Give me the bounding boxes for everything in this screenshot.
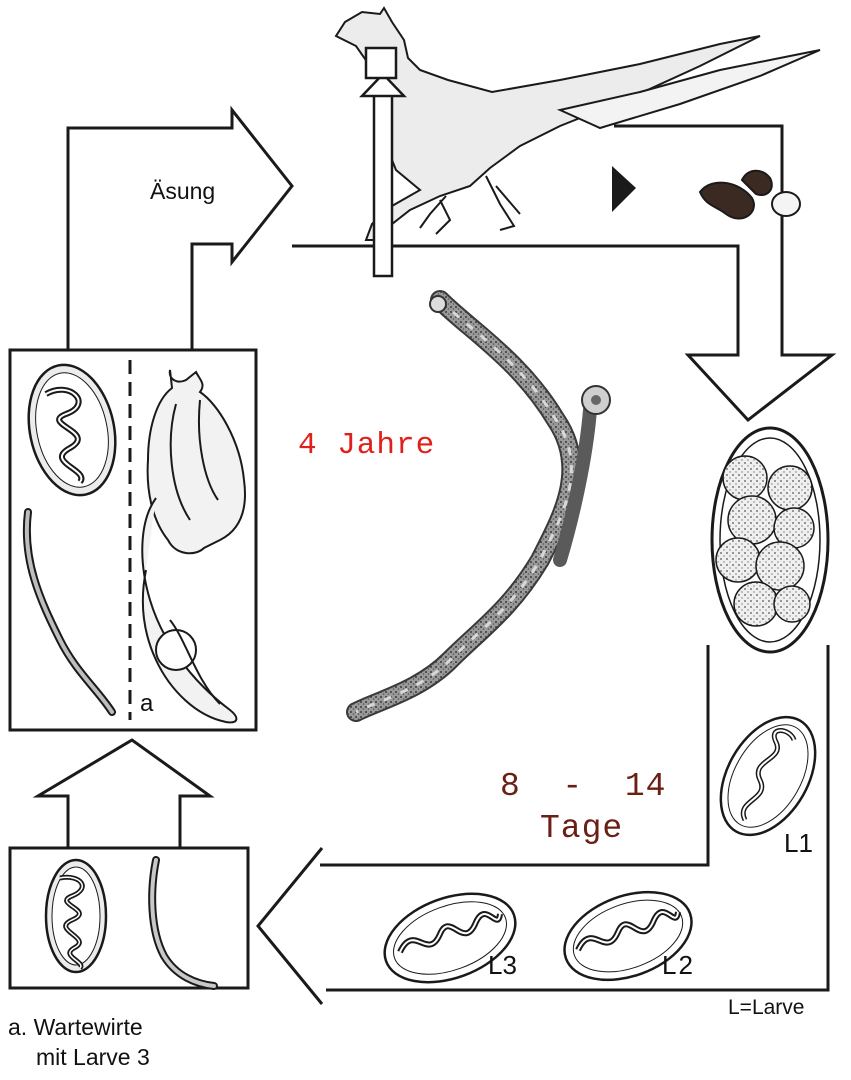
stage-l2-label: L2 — [662, 950, 695, 981]
droppings — [700, 171, 800, 219]
waiting-host-box — [10, 848, 248, 988]
stage-l1-label: L1 — [784, 828, 813, 859]
footnote-line-2: mit Larve 3 — [36, 1044, 150, 1071]
feed-label: Äsung — [150, 178, 215, 205]
ingestion-box — [366, 48, 396, 78]
waiting-egg — [46, 860, 106, 972]
development-range-label: 8 - 14 — [500, 768, 666, 805]
larva-legend: L=Larve — [728, 996, 804, 1020]
output-triangle — [612, 166, 636, 212]
adult-worm — [356, 296, 610, 712]
footnote-line-1: a. Wartewirte — [8, 1014, 143, 1041]
pheasant-body — [336, 8, 760, 240]
intermediate-host-panel — [10, 350, 256, 730]
host-duration-label: 4 Jahre — [298, 428, 435, 463]
egg-l1 — [701, 701, 834, 852]
right-line-inner — [320, 645, 708, 865]
feed-arrow — [68, 110, 292, 350]
ingestion-shaft — [374, 90, 392, 276]
stage-l3-label: L3 — [488, 950, 517, 981]
development-arrow — [258, 848, 322, 1004]
development-unit-label: Tage — [540, 810, 623, 847]
egg-embryonated — [712, 428, 828, 652]
upward-arrow — [38, 740, 210, 848]
panel-marker-label: a — [140, 690, 153, 718]
